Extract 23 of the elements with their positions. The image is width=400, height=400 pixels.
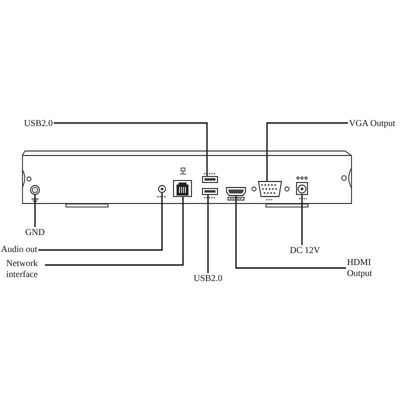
- callout-label: USB2.0: [24, 118, 53, 129]
- callout-label: DC 12V: [290, 245, 320, 256]
- callout-label: USB2.0: [194, 273, 222, 284]
- leader-line: [301, 195, 303, 245]
- leader-line: [54, 122, 208, 176]
- audio-jack: [158, 185, 166, 193]
- callout-label: HDMI Output: [347, 257, 381, 279]
- power-jack: [296, 182, 308, 195]
- leader-line: [266, 122, 348, 181]
- vga-port: [258, 181, 282, 197]
- callout-label: VGA Output: [349, 118, 396, 129]
- leader-line: [34, 195, 36, 227]
- hdmi-port: [226, 187, 246, 196]
- usb-port: [202, 188, 218, 195]
- leader-line: [45, 197, 184, 266]
- leader-line: [38, 193, 163, 251]
- leader-line: [235, 196, 346, 269]
- callout-label: GND: [25, 227, 45, 238]
- leader-line: [207, 195, 209, 273]
- callout-label: Network interface: [0, 258, 44, 280]
- ethernet-port: [173, 180, 192, 197]
- callout-label: Audio out: [1, 244, 38, 255]
- usb-port: [202, 176, 218, 183]
